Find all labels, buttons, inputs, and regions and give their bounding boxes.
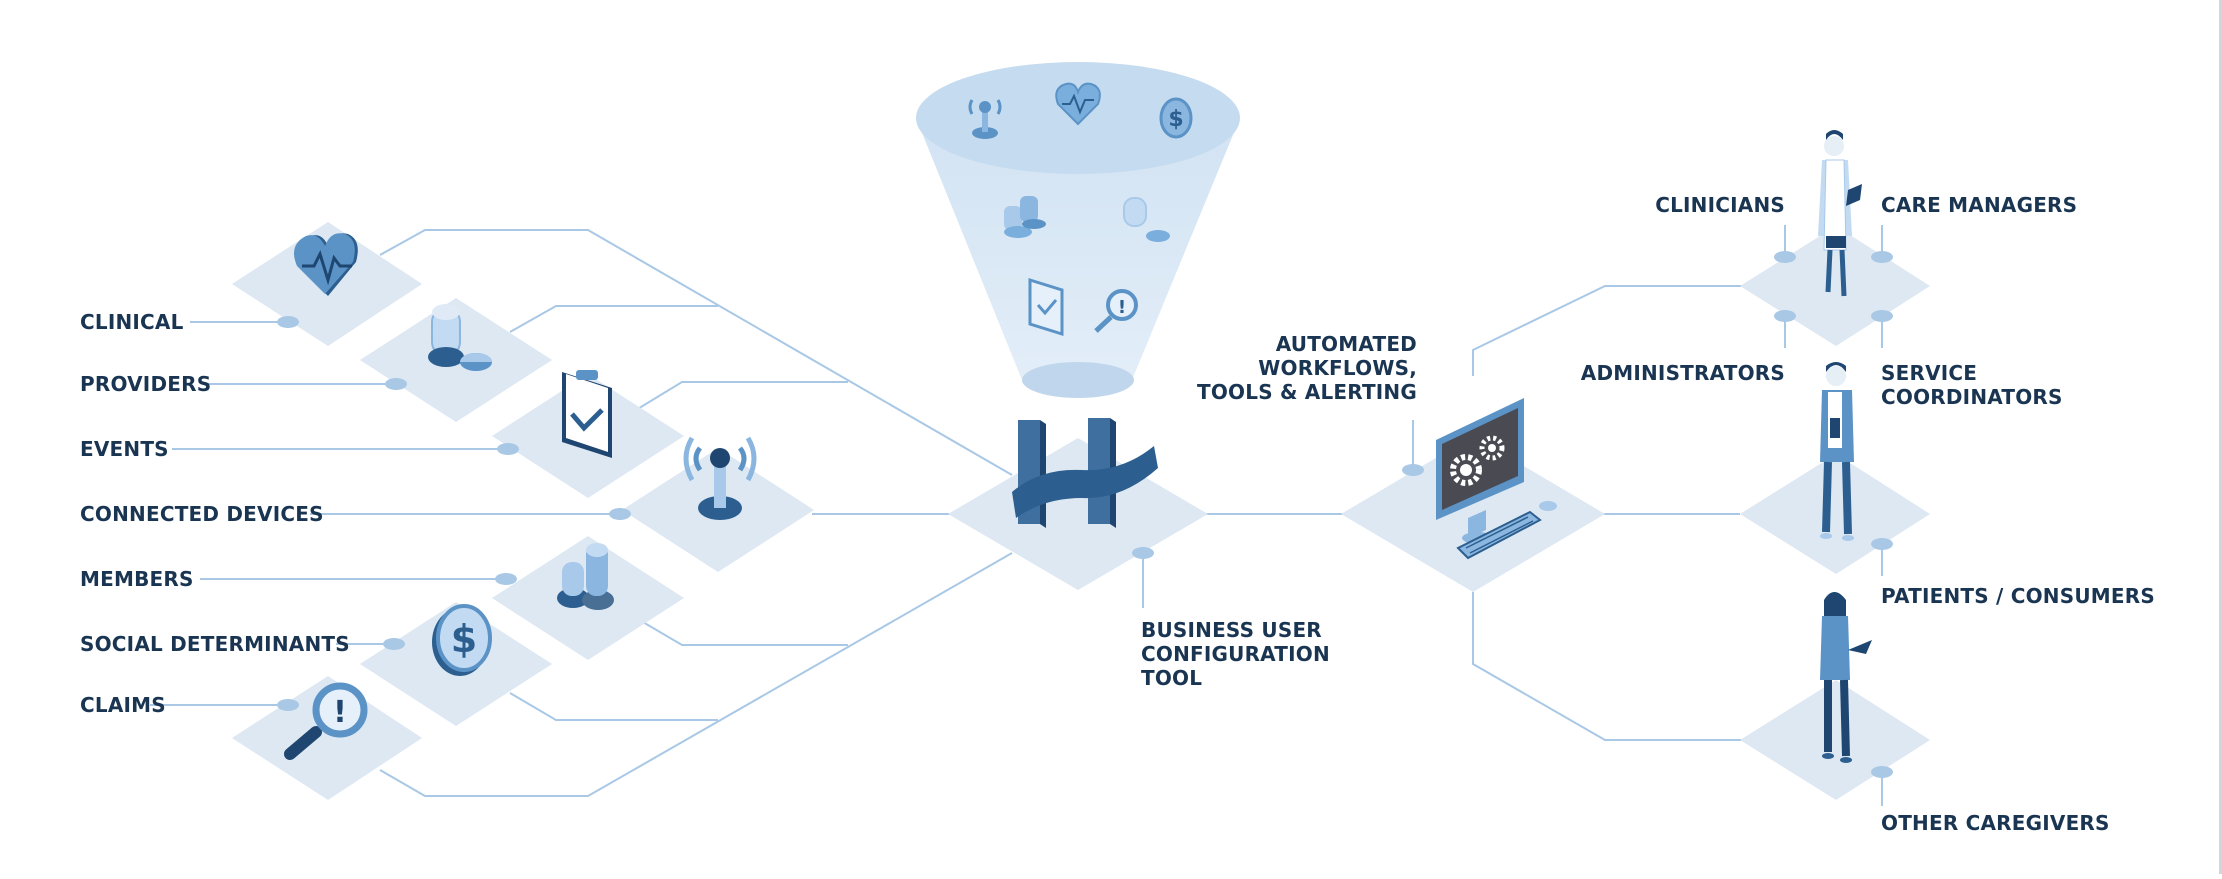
label-service-coordinators: SERVICE COORDINATORS <box>1881 361 2063 409</box>
workstation-to-caregivers <box>1472 592 1742 741</box>
label-administrators: ADMINISTRATORS <box>1580 361 1785 385</box>
right-dots <box>1774 251 1893 778</box>
label-patients-consumers: PATIENTS / CONSUMERS <box>1881 584 2155 608</box>
funnel-pills-icon <box>1123 197 1170 242</box>
funnel-antenna-icon <box>968 99 1002 139</box>
workstation-to-clinicians <box>1472 285 1742 376</box>
members-icon <box>557 543 614 610</box>
events-dot <box>497 443 519 455</box>
administrator-person-icon <box>1820 362 1854 541</box>
funnel-magnifier-icon: ! <box>1094 289 1138 333</box>
clinical-dot <box>277 316 299 328</box>
label-connected-devices: CONNECTED DEVICES <box>80 502 324 526</box>
devices-dot <box>609 508 631 520</box>
clinical-link <box>379 229 1013 476</box>
right-tiles <box>1740 226 1930 800</box>
claims-tile <box>232 676 422 800</box>
label-clinical: CLINICAL <box>80 310 184 334</box>
data-funnel: $ ! <box>916 62 1240 398</box>
caregiver-person-icon <box>1820 592 1872 763</box>
administrators-dot <box>1774 310 1796 322</box>
right-edge-divider <box>2219 0 2222 874</box>
members-dot <box>495 573 517 585</box>
computer-gears-icon <box>1436 398 1557 560</box>
label-events: EVENTS <box>80 437 169 461</box>
label-automated-workflows: AUTOMATED WORKFLOWS, TOOLS & ALERTING <box>1197 332 1417 404</box>
label-clinicians: CLINICIANS <box>1655 193 1785 217</box>
funnel-providers-icon <box>1004 196 1046 238</box>
caregivers-dot <box>1871 766 1893 778</box>
dollar-coin-icon: $ <box>432 604 492 676</box>
clipboard-check-icon <box>562 370 612 458</box>
left-connectors <box>150 225 1883 806</box>
claims-link <box>379 552 1013 797</box>
left-dots <box>277 316 631 711</box>
label-care-managers: CARE MANAGERS <box>1881 193 2078 217</box>
providers-link <box>509 305 718 333</box>
svg-text:$: $ <box>1168 107 1183 132</box>
claims-dot <box>277 699 299 711</box>
funnel-dollar-icon: $ <box>1159 97 1193 139</box>
providers-dot <box>385 378 407 390</box>
workstation <box>1341 398 1605 592</box>
h-logo-icon <box>1012 418 1158 528</box>
care-managers-dot <box>1871 251 1893 263</box>
label-claims: CLAIMS <box>80 693 166 717</box>
funnel-clipboard-icon <box>1028 277 1064 337</box>
svg-text:$: $ <box>451 617 477 661</box>
patients-tile <box>1740 454 1930 574</box>
label-providers: PROVIDERS <box>80 372 212 396</box>
caregivers-tile <box>1740 680 1930 800</box>
clinicians-dot <box>1774 251 1796 263</box>
connected-device-icon <box>683 436 757 520</box>
heart-monitor-icon <box>294 233 358 296</box>
clinician-person-icon <box>1818 130 1862 297</box>
hub <box>948 418 1208 590</box>
providers-icon <box>428 304 492 371</box>
service-coordinators-dot <box>1871 310 1893 322</box>
members-link <box>635 617 848 646</box>
workflows-dot <box>1402 464 1424 476</box>
events-link <box>635 381 848 411</box>
svg-text:!: ! <box>1118 297 1126 318</box>
funnel-heart-icon <box>1055 82 1101 126</box>
patients-dot <box>1871 538 1893 550</box>
label-social-determinants: SOCIAL DETERMINANTS <box>80 632 350 656</box>
label-other-caregivers: OTHER CAREGIVERS <box>1881 811 2110 835</box>
svg-text:!: ! <box>333 695 347 730</box>
magnifier-alert-icon: ! <box>284 682 368 760</box>
hub-dot <box>1132 547 1154 559</box>
social-dot <box>383 638 405 650</box>
label-business-user-configuration-tool: BUSINESS USER CONFIGURATION TOOL <box>1141 618 1330 690</box>
social-link <box>509 692 718 721</box>
label-members: MEMBERS <box>80 567 194 591</box>
